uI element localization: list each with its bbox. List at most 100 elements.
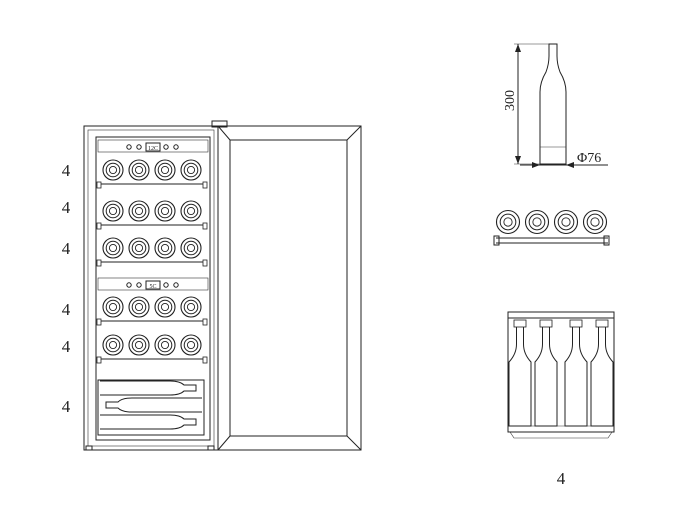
door-bevel-line [346, 435, 362, 451]
cabinet-glass-frame [95, 136, 211, 441]
bottle-end-icon [154, 237, 176, 259]
bottle-cork [160, 302, 170, 312]
bottle-end-icon [128, 159, 150, 181]
bottle-ring [131, 299, 147, 315]
door-outer-outline [217, 125, 362, 451]
bottle-cork [160, 243, 170, 253]
row-count-3: 4 [62, 239, 71, 258]
bottle-cork [134, 243, 144, 253]
bottle-end-icon [102, 296, 124, 318]
shelf-rail-end [96, 181, 102, 189]
side-view-base [509, 431, 613, 439]
bottle-ring [131, 240, 147, 256]
bottle-end-icon [495, 209, 521, 235]
door-bevel-line [217, 125, 231, 141]
shelf-end-right [603, 235, 610, 246]
shelf-side-detail [507, 311, 615, 439]
bottle-ring [131, 203, 147, 219]
bottle-ring [557, 213, 575, 231]
bottle-cork [186, 243, 196, 253]
bottle-ring [183, 162, 199, 178]
top-button-icon [173, 144, 179, 150]
middle-control-panel: 5C [97, 277, 209, 291]
mid-display-box [145, 280, 161, 290]
bottle-cork [108, 206, 118, 216]
mid-button-icon [126, 282, 132, 288]
bottle-collar-icon [539, 319, 553, 328]
drawer-outline [97, 379, 205, 436]
shelf-front-detail [493, 209, 610, 246]
bottle-ring [183, 299, 199, 315]
top-button-icon [126, 144, 132, 150]
door-glass-outline [229, 139, 348, 437]
top-button-icon [136, 144, 142, 150]
shelf-rail-end [202, 356, 208, 364]
cabinet-front: 12C 5C [83, 120, 228, 451]
lying-bottle-icon [100, 414, 197, 430]
bottle-ring [499, 213, 517, 231]
side-view-frame [507, 311, 615, 433]
bottle-end-icon [128, 334, 150, 356]
bottle-ring [105, 299, 121, 315]
bottle-ring [586, 213, 604, 231]
row-count-labels: 4 4 4 4 4 4 [62, 161, 71, 416]
door-bevel-line [346, 125, 362, 141]
top-button-icon [163, 144, 169, 150]
bottle-ring [131, 337, 147, 353]
shelf-rail-end [202, 181, 208, 189]
front-foot-left [85, 445, 93, 451]
bottle-cork [590, 217, 600, 227]
bottle-end-icon [180, 334, 202, 356]
bottle-dimension-detail: 300 Φ76 [503, 43, 608, 168]
shelf-rail-end [96, 318, 102, 326]
bottle-diameter-label: Φ76 [577, 151, 601, 166]
bottle-cork [186, 340, 196, 350]
standing-bottle-icon [534, 325, 558, 427]
bottle-end-icon [102, 159, 124, 181]
row-count-4: 4 [62, 300, 71, 319]
bottle-collar-icon [513, 319, 527, 328]
bottle-cork [108, 243, 118, 253]
bottle-end-icon [154, 200, 176, 222]
row-count-6: 4 [62, 397, 71, 416]
bottle-end-icon [102, 237, 124, 259]
bottle-outline [539, 43, 567, 165]
bottle-end-icon [154, 334, 176, 356]
bottle-cork [186, 302, 196, 312]
door-bevel-line [217, 435, 231, 451]
lying-bottles [100, 380, 202, 430]
standing-bottle-icon [508, 325, 532, 427]
bottle-ring [528, 213, 546, 231]
top-display-box [145, 142, 161, 152]
bottle-cork [108, 302, 118, 312]
bottle-ring [183, 203, 199, 219]
bottle-cork [160, 340, 170, 350]
shelf-rail-end [202, 318, 208, 326]
dimension-arrow-up-icon [515, 44, 521, 52]
standing-bottle-icon [564, 325, 588, 427]
bottle-ring [157, 299, 173, 315]
bottle-end-icon [524, 209, 550, 235]
cabinet-inner-frame [87, 129, 215, 447]
bottle-ring [105, 337, 121, 353]
bottle-height-label: 300 [503, 90, 518, 111]
lying-bottle-icon [100, 380, 197, 396]
mid-button-icon [136, 282, 142, 288]
bottle-end-icon [154, 159, 176, 181]
bottle-ring [105, 240, 121, 256]
bottle-collar-icon [569, 319, 583, 328]
top-panel-outline [97, 139, 209, 153]
bottle-ring [183, 240, 199, 256]
bottle-end-icon [128, 237, 150, 259]
bottle-cork [108, 340, 118, 350]
bottle-end-icon [180, 159, 202, 181]
bottle-end-icon [102, 334, 124, 356]
dimension-arrow-down-icon [515, 156, 521, 164]
bottom-shelf-count: 4 [557, 469, 566, 488]
shelf-rail-end [96, 356, 102, 364]
bottle-ring [157, 203, 173, 219]
bottle-end-icon [154, 296, 176, 318]
bottle-ring [157, 240, 173, 256]
